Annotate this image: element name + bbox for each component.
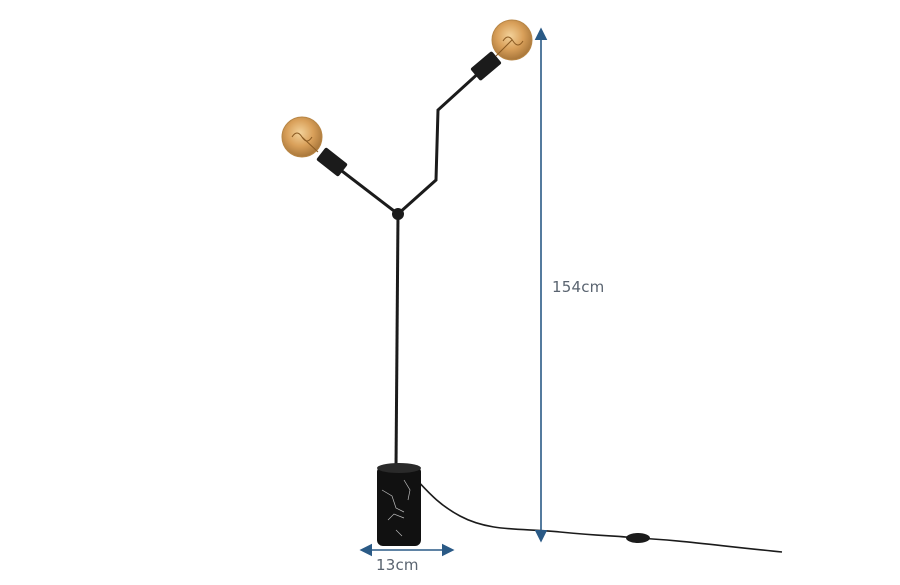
right-bulb bbox=[491, 19, 533, 61]
marble-base bbox=[377, 463, 421, 546]
arm-joint bbox=[392, 208, 404, 220]
right-arm bbox=[396, 68, 484, 216]
left-socket bbox=[316, 147, 348, 177]
left-arm bbox=[337, 166, 399, 216]
base-width-dimension-label: 13cm bbox=[376, 556, 419, 574]
left-bulb bbox=[281, 116, 323, 158]
power-cord bbox=[401, 465, 783, 553]
lamp-stem bbox=[394, 213, 400, 469]
height-dimension-label: 154cm bbox=[552, 278, 605, 296]
right-socket bbox=[470, 51, 502, 81]
foot-switch bbox=[626, 533, 650, 543]
